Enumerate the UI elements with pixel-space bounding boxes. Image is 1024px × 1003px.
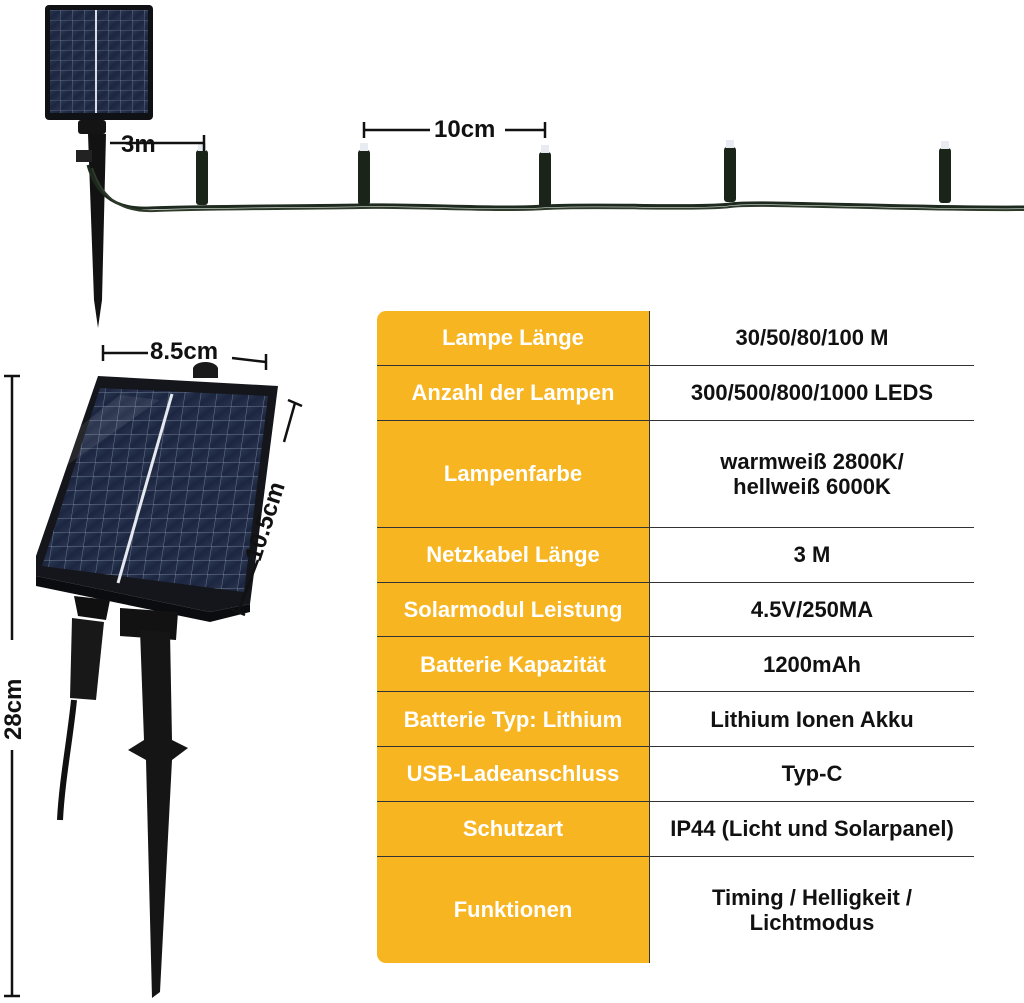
- spec-label: Lampe Länge: [377, 311, 650, 366]
- spec-table: Lampe Länge 30/50/80/100 M Anzahl der La…: [376, 310, 975, 964]
- small-stake: [76, 134, 106, 328]
- dimension-lines-panel: [4, 345, 303, 998]
- dimension-label-spacing: 10cm: [434, 116, 496, 143]
- table-row: Funktionen Timing / Helligkeit / Lichtmo…: [377, 855, 974, 963]
- dimension-label-panel-width: 8.5cm: [150, 338, 219, 365]
- spec-value: 3 M: [649, 526, 974, 583]
- spec-value: 30/50/80/100 M: [649, 311, 974, 366]
- table-row: Lampenfarbe warmweiß 2800K/ hellweiß 600…: [377, 419, 974, 528]
- table-row: Lampe Länge 30/50/80/100 M: [377, 311, 974, 366]
- spec-value: warmweiß 2800K/ hellweiß 6000K: [649, 419, 974, 528]
- spec-label: Batterie Typ: Lithium: [377, 691, 650, 748]
- spec-value: Typ-C: [649, 746, 974, 802]
- spec-value: 4.5V/250MA: [649, 581, 974, 638]
- table-row: Batterie Typ: Lithium Lithium Ionen Akku: [377, 691, 974, 748]
- spec-value: 1200mAh: [649, 636, 974, 693]
- spec-value: 300/500/800/1000 LEDS: [649, 364, 974, 421]
- dimension-label-cable: 3m: [121, 131, 156, 158]
- dimension-lines-top: [110, 122, 547, 151]
- table-row: USB-Ladeanschluss Typ-C: [377, 746, 974, 802]
- spec-label: Funktionen: [377, 855, 650, 963]
- spec-value: Timing / Helligkeit / Lichtmodus: [649, 855, 974, 963]
- spec-label: USB-Ladeanschluss: [377, 746, 650, 802]
- spec-value: Lithium Ionen Akku: [649, 691, 974, 748]
- table-row: Anzahl der Lampen 300/500/800/1000 LEDS: [377, 364, 974, 421]
- large-solar-panel: [36, 362, 278, 622]
- small-solar-panel: [45, 5, 153, 134]
- spec-label: Lampenfarbe: [377, 419, 650, 528]
- large-stake: [57, 596, 188, 998]
- table-row: Batterie Kapazität 1200mAh: [377, 636, 974, 693]
- table-row: Solarmodul Leistung 4.5V/250MA: [377, 581, 974, 638]
- led-bulbs: [196, 140, 951, 207]
- dimension-label-total-height: 28cm: [0, 678, 27, 740]
- light-string-cable: [86, 164, 1024, 213]
- spec-label: Solarmodul Leistung: [377, 581, 650, 638]
- spec-label: Anzahl der Lampen: [377, 364, 650, 421]
- table-row: Netzkabel Länge 3 M: [377, 526, 974, 583]
- spec-value: IP44 (Licht und Solarpanel): [649, 800, 974, 857]
- spec-label: Netzkabel Länge: [377, 526, 650, 583]
- spec-label: Batterie Kapazität: [377, 636, 650, 693]
- spec-label: Schutzart: [377, 800, 650, 857]
- table-row: Schutzart IP44 (Licht und Solarpanel): [377, 800, 974, 857]
